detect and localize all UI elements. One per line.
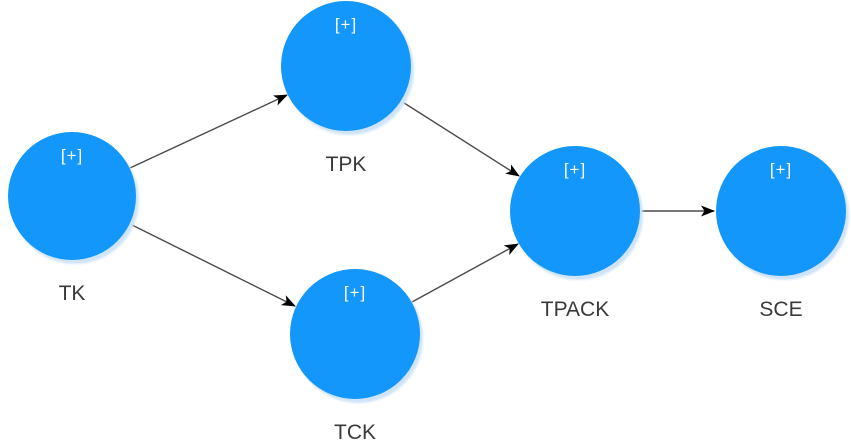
node-sce-circle[interactable]: [+] — [716, 146, 846, 276]
node-tpack-label: TPACK — [540, 298, 610, 321]
expand-toggle-icon[interactable]: [+] — [343, 283, 367, 302]
edge-tpk-tpack[interactable] — [400, 100, 520, 177]
node-tpk-label: TPK — [325, 153, 367, 176]
expand-toggle-icon[interactable]: [+] — [60, 146, 84, 165]
expand-toggle-icon[interactable]: [+] — [334, 15, 358, 34]
node-tk-label: TK — [58, 282, 86, 305]
node-tck-circle[interactable]: [+] — [290, 269, 420, 399]
edge-tck-tpack[interactable] — [411, 243, 519, 303]
node-tck[interactable]: [+] TCK — [290, 269, 420, 444]
edge-tk-tck[interactable] — [129, 223, 296, 307]
node-tpack-circle[interactable]: [+] — [510, 146, 640, 276]
node-tpack[interactable]: [+] TPACK — [510, 146, 640, 321]
expand-toggle-icon[interactable]: [+] — [769, 160, 793, 179]
node-tpk-circle[interactable]: [+] — [281, 1, 411, 131]
node-sce[interactable]: [+] SCE — [716, 146, 846, 321]
node-tk-circle[interactable]: [+] — [8, 132, 136, 260]
expand-toggle-icon[interactable]: [+] — [563, 160, 587, 179]
node-sce-label: SCE — [759, 298, 803, 321]
node-tk[interactable]: [+] TK — [8, 132, 136, 305]
node-tck-label: TCK — [334, 421, 376, 444]
edge-tk-tpk[interactable] — [129, 94, 288, 169]
node-tpk[interactable]: [+] TPK — [281, 1, 411, 176]
